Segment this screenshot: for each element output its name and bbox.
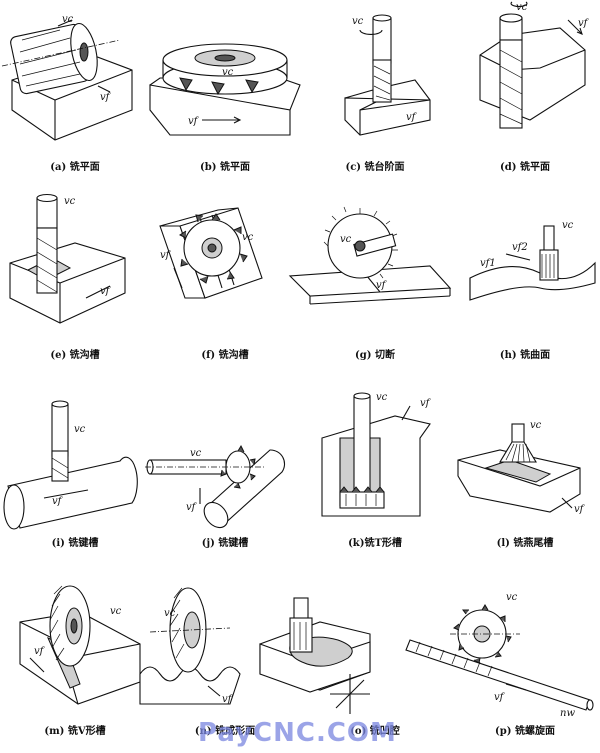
caption-a: (a) 铣平面 bbox=[50, 162, 100, 173]
end-mill-cutter bbox=[36, 193, 58, 294]
label-vf: vf bbox=[100, 286, 112, 297]
panel-c: vc vf (c) 铣台阶面 bbox=[300, 0, 450, 188]
label-vf: vf bbox=[420, 398, 432, 409]
label-vc: vc bbox=[74, 424, 86, 435]
label-vf: vf bbox=[494, 692, 506, 703]
panel-l: vc vf (l) 铣燕尾槽 bbox=[450, 376, 600, 564]
label-vc: vc bbox=[190, 448, 202, 459]
panel-e: vc vf (e) 铣沟槽 bbox=[0, 188, 150, 376]
cylindrical-cutter bbox=[1, 22, 121, 95]
label-vc: vc bbox=[110, 606, 122, 617]
label-vc: vc bbox=[516, 2, 528, 13]
slitting-saw bbox=[323, 206, 398, 279]
panel-d: vc vf (d) 铣平面 bbox=[450, 0, 600, 188]
panel-k: vc vf (k)铣T形槽 bbox=[300, 376, 450, 564]
form-cutter bbox=[149, 587, 231, 673]
label-vf: vf bbox=[406, 112, 418, 123]
panel-o-drawing bbox=[259, 597, 371, 714]
panel-k-drawing: vc vf bbox=[321, 392, 432, 517]
caption-k: (k)铣T形槽 bbox=[348, 538, 402, 549]
double-angle-cutter bbox=[49, 585, 91, 667]
t-slot-cutter bbox=[339, 392, 385, 509]
panel-f: vc vf (f) 铣沟槽 bbox=[150, 188, 300, 376]
label-vf2: vf2 bbox=[512, 242, 528, 253]
label-vc: vc bbox=[340, 234, 352, 245]
end-mill-cutter bbox=[372, 14, 392, 103]
panel-j-drawing: vc vf bbox=[145, 444, 286, 529]
label-vf: vf bbox=[160, 250, 172, 261]
label-vf: vf bbox=[52, 496, 64, 507]
panel-h: vc vf1 vf2 (h) 铣曲面 bbox=[450, 188, 600, 376]
caption-l: (l) 铣燕尾槽 bbox=[496, 538, 554, 549]
dovetail-cutter bbox=[499, 423, 537, 463]
panel-p-drawing: vc vf nw bbox=[405, 592, 594, 719]
panel-m-drawing: vc vf bbox=[19, 585, 141, 705]
label-vc: vc bbox=[562, 220, 574, 231]
label-vf: vf bbox=[186, 502, 198, 513]
caption-i: (i) 铣键槽 bbox=[51, 538, 99, 549]
panel-p: vc vf nw (p) 铣螺旋面 bbox=[405, 564, 600, 752]
caption-e: (e) 铣沟槽 bbox=[50, 350, 100, 361]
panel-a-drawing: vc vf bbox=[1, 14, 133, 141]
caption-h: (h) 铣曲面 bbox=[499, 350, 551, 361]
label-vc: vc bbox=[64, 196, 76, 207]
panel-i: vc vf (i) 铣键槽 bbox=[0, 376, 150, 564]
panel-c-drawing: vc vf bbox=[344, 14, 431, 136]
label-vf1: vf1 bbox=[480, 258, 496, 269]
caption-n: (n) 铣成形面 bbox=[194, 726, 256, 737]
face-mill-cutter bbox=[162, 43, 288, 96]
caption-d: (d) 铣平面 bbox=[500, 162, 550, 173]
end-mill-cutter bbox=[539, 225, 559, 281]
label-vc: vc bbox=[62, 14, 74, 25]
caption-p: (p) 铣螺旋面 bbox=[495, 726, 555, 737]
panel-e-drawing: vc vf bbox=[9, 193, 126, 324]
label-vf: vf bbox=[34, 646, 46, 657]
label-vf: vf bbox=[574, 504, 586, 515]
keyseat-cutter bbox=[51, 400, 69, 482]
label-nw: nw bbox=[560, 708, 575, 719]
paycnc-watermark: PayCNC.COM bbox=[198, 718, 397, 748]
caption-o: (o) 铣凹腔 bbox=[350, 726, 400, 737]
label-vc: vc bbox=[242, 232, 254, 243]
label-vc: vc bbox=[222, 67, 234, 78]
caption-b: (b) 铣平面 bbox=[200, 162, 250, 173]
caption-j: (j) 铣键槽 bbox=[201, 538, 249, 549]
panel-g: vc vf (g) 切断 bbox=[288, 188, 452, 376]
label-vc: vc bbox=[530, 420, 542, 431]
panel-a: vc vf (a) 铣平面 bbox=[0, 0, 150, 188]
panel-f-drawing: vc vf bbox=[159, 207, 263, 299]
label-vc: vc bbox=[506, 592, 518, 603]
label-vf: vf bbox=[578, 18, 590, 29]
disc-cutter bbox=[179, 213, 248, 284]
panel-l-drawing: vc vf bbox=[457, 420, 586, 515]
form-cutter bbox=[450, 604, 520, 664]
end-mill-cutter bbox=[499, 13, 523, 129]
panel-b-drawing: vc vf bbox=[149, 43, 301, 136]
label-vf: vf bbox=[376, 280, 388, 291]
panel-n-drawing: vc vf bbox=[139, 587, 241, 705]
label-vf: vf bbox=[222, 694, 234, 705]
panel-n: vc vf (n) 铣成形面 bbox=[139, 564, 300, 752]
label-vf: vf bbox=[100, 92, 112, 103]
panel-d-drawing: vc vf bbox=[479, 1, 590, 129]
caption-f: (f) 铣沟槽 bbox=[201, 350, 249, 361]
label-vc: vc bbox=[352, 16, 364, 27]
panel-j: vc vf (j) 铣键槽 bbox=[145, 376, 300, 564]
panel-g-drawing: vc vf bbox=[288, 206, 452, 305]
panel-b: vc vf (b) 铣平面 bbox=[149, 0, 301, 188]
panel-o: (o) 铣凹腔 bbox=[259, 564, 450, 752]
caption-g: (g) 切断 bbox=[355, 350, 395, 361]
panel-h-drawing: vc vf1 vf2 bbox=[469, 220, 596, 301]
label-vc: vc bbox=[376, 392, 388, 403]
panel-m: vc vf (m) 铣V形槽 bbox=[0, 564, 150, 752]
caption-m: (m) 铣V形槽 bbox=[44, 726, 106, 737]
caption-c: (c) 铣台阶面 bbox=[345, 162, 405, 173]
label-vf: vf bbox=[188, 116, 200, 127]
panel-i-drawing: vc vf bbox=[3, 400, 138, 530]
end-mill-cutter bbox=[289, 597, 313, 653]
label-vc: vc bbox=[164, 608, 176, 619]
